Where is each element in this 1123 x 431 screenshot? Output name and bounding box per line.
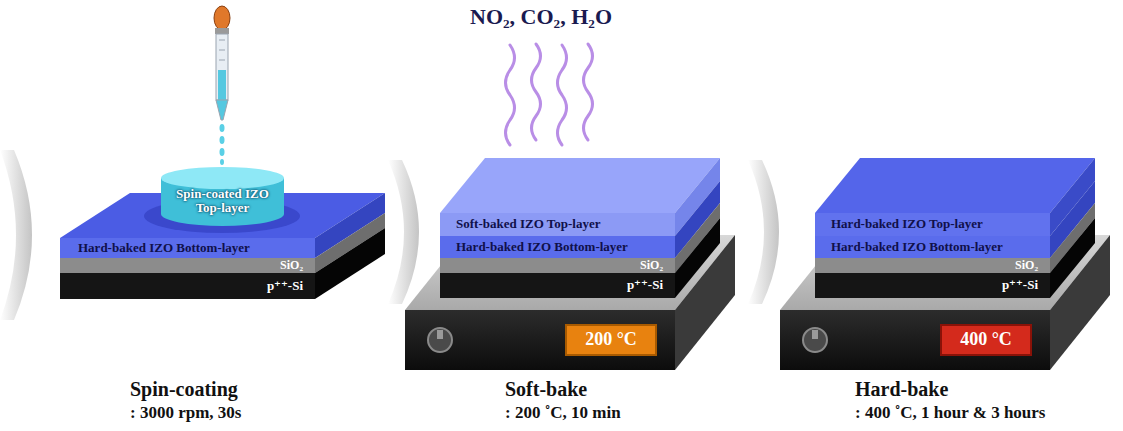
step-title: Hard-bake — [855, 378, 948, 401]
bottom-layer-band: Hard-baked IZO Bottom-layer — [440, 236, 675, 258]
layer-stack — [815, 158, 1095, 298]
layer-label: Soft-baked IZO Top-layer — [456, 217, 600, 231]
spin-coated-drop: Spin-coated IZO Top-layer — [160, 166, 285, 226]
layer-label: Hard-baked IZO Bottom-layer — [831, 240, 1003, 254]
flow-chevron — [0, 150, 32, 320]
temperature-text: 400 °C — [960, 330, 1012, 350]
top-layer-band: Soft-baked IZO Top-layer — [440, 213, 675, 236]
flow-chevron — [748, 160, 779, 304]
layer-label: p⁺⁺-Si — [627, 278, 663, 292]
temperature-display: 400 °C — [940, 324, 1032, 356]
step-condition: : 200 ˚C, 10 min — [505, 403, 621, 423]
oxide-layer-band: SiO₂ — [60, 258, 315, 273]
temperature-display: 200 °C — [565, 324, 657, 356]
layer-label: Hard-baked IZO Top-layer — [831, 217, 983, 231]
substrate-band: p⁺⁺-Si — [440, 273, 675, 298]
substrate-band: p⁺⁺-Si — [60, 273, 315, 299]
temperature-text: 200 °C — [585, 330, 637, 350]
bottom-layer-band: Hard-baked IZO Bottom-layer — [60, 238, 315, 258]
layer-label: SiO₂ — [1015, 259, 1038, 272]
oxide-layer-band: SiO₂ — [440, 258, 675, 273]
layer-label: SiO₂ — [280, 259, 303, 272]
step-condition: : 400 ˚C, 1 hour & 3 hours — [855, 403, 1045, 423]
step-condition: : 3000 rpm, 30s — [130, 403, 241, 423]
outgassing-waves — [506, 44, 593, 145]
drop-label: Spin-coated IZO Top-layer — [166, 187, 279, 216]
layer-label: p⁺⁺-Si — [1002, 278, 1038, 292]
flow-chevron — [388, 160, 419, 304]
droplets — [220, 124, 225, 165]
layer-label: Hard-baked IZO Bottom-layer — [78, 241, 250, 255]
step-title: Soft-bake — [505, 378, 587, 401]
top-layer-band: Hard-baked IZO Top-layer — [815, 213, 1050, 236]
step-title: Spin-coating — [130, 378, 238, 401]
layer-label: p⁺⁺-Si — [267, 279, 303, 293]
outgas-label: NO₂, CO₂, H₂O — [470, 4, 612, 30]
layer-stack — [440, 158, 720, 298]
layer-label: Hard-baked IZO Bottom-layer — [456, 240, 628, 254]
substrate-band: p⁺⁺-Si — [815, 273, 1050, 298]
pipette — [214, 6, 230, 120]
oxide-layer-band: SiO₂ — [815, 258, 1050, 273]
layer-label: SiO₂ — [640, 259, 663, 272]
bottom-layer-band: Hard-baked IZO Bottom-layer — [815, 236, 1050, 258]
